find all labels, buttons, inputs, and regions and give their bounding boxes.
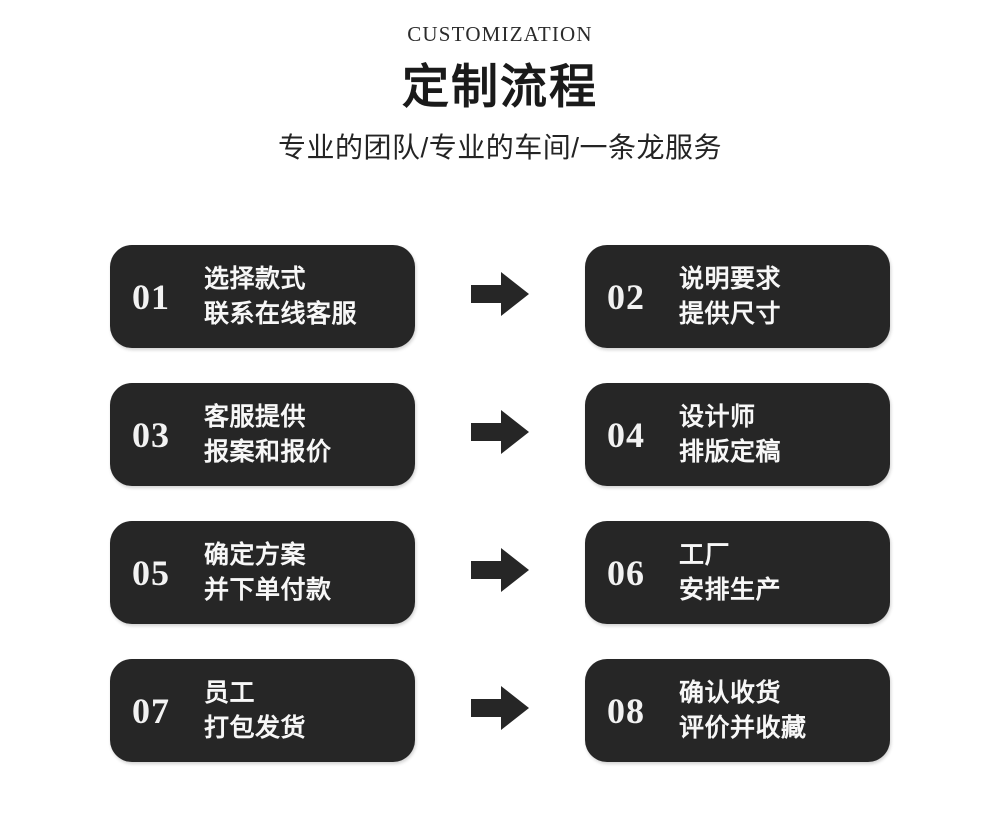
step-card-06[interactable]: 06 工厂 安排生产 xyxy=(585,521,890,624)
page-title: 定制流程 xyxy=(402,60,598,113)
step-card-07[interactable]: 07 员工 打包发货 xyxy=(110,659,415,762)
step-row: 01 选择款式 联系在线客服 02 说明要求 提供尺寸 xyxy=(110,245,890,348)
step-line-2: 排版定稿 xyxy=(679,437,782,466)
step-card-05[interactable]: 05 确定方案 并下单付款 xyxy=(110,521,415,624)
step-number: 04 xyxy=(607,414,645,455)
arrow-right-icon xyxy=(471,410,529,459)
step-text: 员工 打包发货 xyxy=(204,676,306,745)
step-row: 03 客服提供 报案和报价 04 设计师 排版定稿 xyxy=(110,383,890,486)
page-subtitle: 专业的团队/专业的车间/一条龙服务 xyxy=(277,131,723,163)
step-connector xyxy=(415,272,585,321)
step-number: 08 xyxy=(607,690,645,731)
step-line-1: 确定方案 xyxy=(204,541,307,569)
process-steps-grid: 01 选择款式 联系在线客服 02 说明要求 提供尺寸 03 xyxy=(110,245,890,762)
step-text: 工厂 安排生产 xyxy=(679,538,781,607)
step-card-04[interactable]: 04 设计师 排版定稿 xyxy=(585,383,890,486)
step-line-1: 设计师 xyxy=(679,403,756,431)
step-text: 设计师 排版定稿 xyxy=(679,400,781,469)
step-number: 05 xyxy=(132,552,170,593)
step-row: 07 员工 打包发货 08 确认收货 评价并收藏 xyxy=(110,659,890,762)
step-row: 05 确定方案 并下单付款 06 工厂 安排生产 xyxy=(110,521,890,624)
step-number: 07 xyxy=(132,690,170,731)
step-line-2: 安排生产 xyxy=(679,575,782,604)
step-line-1: 工厂 xyxy=(679,541,731,569)
step-line-1: 员工 xyxy=(204,679,256,707)
page-header: CUSTOMIZATION 定制流程 专业的团队/专业的车间/一条龙服务 xyxy=(0,0,1000,163)
step-text: 客服提供 报案和报价 xyxy=(204,400,332,469)
step-number: 02 xyxy=(607,276,645,317)
step-number: 03 xyxy=(132,414,170,455)
step-line-2: 提供尺寸 xyxy=(679,299,782,328)
step-card-03[interactable]: 03 客服提供 报案和报价 xyxy=(110,383,415,486)
step-text: 确认收货 评价并收藏 xyxy=(679,676,807,745)
step-text: 确定方案 并下单付款 xyxy=(204,538,332,607)
step-number: 06 xyxy=(607,552,645,593)
arrow-right-icon xyxy=(471,272,529,321)
step-line-1: 确认收货 xyxy=(679,679,782,707)
step-card-02[interactable]: 02 说明要求 提供尺寸 xyxy=(585,245,890,348)
step-line-2: 联系在线客服 xyxy=(204,299,358,328)
arrow-right-icon xyxy=(471,548,529,597)
step-line-2: 打包发货 xyxy=(204,713,307,742)
step-text: 选择款式 联系在线客服 xyxy=(204,262,357,331)
step-line-2: 评价并收藏 xyxy=(679,713,807,742)
arrow-right-icon xyxy=(471,686,529,735)
step-number: 01 xyxy=(132,276,170,317)
step-line-1: 客服提供 xyxy=(204,403,307,431)
eyebrow-label: CUSTOMIZATION xyxy=(407,22,593,46)
step-card-01[interactable]: 01 选择款式 联系在线客服 xyxy=(110,245,415,348)
step-line-1: 说明要求 xyxy=(679,265,782,293)
step-line-2: 报案和报价 xyxy=(204,437,332,466)
step-connector xyxy=(415,686,585,735)
step-text: 说明要求 提供尺寸 xyxy=(679,262,781,331)
step-card-08[interactable]: 08 确认收货 评价并收藏 xyxy=(585,659,890,762)
step-line-1: 选择款式 xyxy=(204,265,307,293)
step-connector xyxy=(415,548,585,597)
step-line-2: 并下单付款 xyxy=(204,575,332,604)
step-connector xyxy=(415,410,585,459)
